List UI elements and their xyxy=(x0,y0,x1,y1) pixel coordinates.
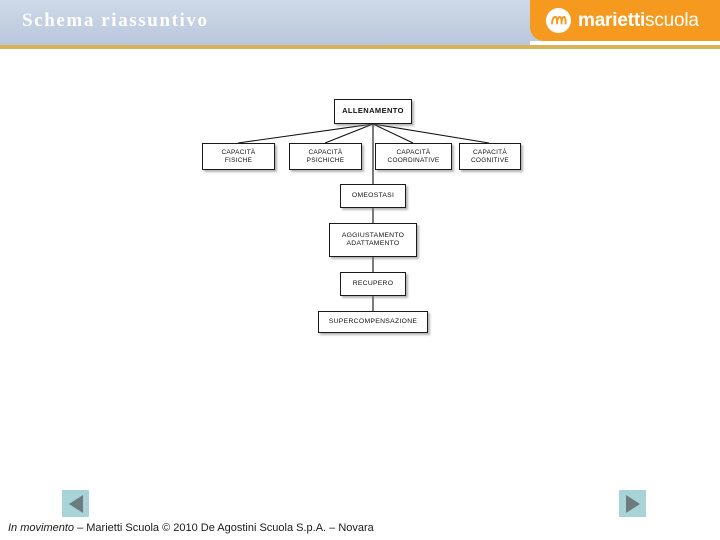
footer-work-title: In movimento xyxy=(8,522,75,534)
node-label-line1: CAPACITÀ xyxy=(308,149,343,157)
page-title: Schema riassuntivo xyxy=(22,10,209,31)
diagram-node-omeostasi: OMEOSTASI xyxy=(340,184,406,208)
previous-slide-button[interactable] xyxy=(62,490,89,517)
node-label-line2: PSICHICHE xyxy=(306,156,345,164)
brand-name-light: scuola xyxy=(645,9,699,31)
brand-wordmark: mariettiscuola xyxy=(578,10,699,32)
footer-publisher: – Marietti Scuola © 2010 De Agostini Scu… xyxy=(74,522,374,534)
diagram-connectors xyxy=(237,123,490,311)
header-divider xyxy=(0,45,720,49)
brand-logo: mariettiscuola xyxy=(530,0,720,41)
node-label-line1: AGGIUSTAMENTO xyxy=(341,232,405,240)
node-label-line2: COORDINATIVE xyxy=(387,156,440,164)
marietti-circle-icon xyxy=(546,8,571,33)
node-label-line1: CAPACITÀ xyxy=(221,149,256,157)
node-label-line1: CAPACITÀ xyxy=(472,149,507,157)
brand-name-bold: marietti xyxy=(578,9,646,31)
diagram-node-recupero: RECUPERO xyxy=(340,272,406,296)
triangle-right-icon xyxy=(625,494,640,513)
node-label: SUPERCOMPENSAZIONE xyxy=(328,318,418,326)
footer-credit: In movimento – Marietti Scuola © 2010 De… xyxy=(8,522,374,534)
logo-underline-gap xyxy=(530,41,720,45)
node-label-line2: ADATTAMENTO xyxy=(346,240,400,247)
node-label: OMEOSTASI xyxy=(351,192,395,200)
node-label-line2: COGNITIVE xyxy=(470,156,509,164)
page-header: Schema riassuntivo mariettiscuola xyxy=(0,0,720,45)
diagram-node-supercompensazione: SUPERCOMPENSAZIONE xyxy=(318,311,428,333)
triangle-left-icon xyxy=(68,494,83,513)
node-label-line2: FISICHE xyxy=(224,156,253,164)
next-slide-button[interactable] xyxy=(619,490,646,517)
node-label-line1: CAPACITÀ xyxy=(396,149,431,157)
node-label: RECUPERO xyxy=(352,280,394,288)
node-label: ALLENAMENTO xyxy=(342,106,404,116)
diagram-node-allenamento: ALLENAMENTO xyxy=(334,99,412,124)
